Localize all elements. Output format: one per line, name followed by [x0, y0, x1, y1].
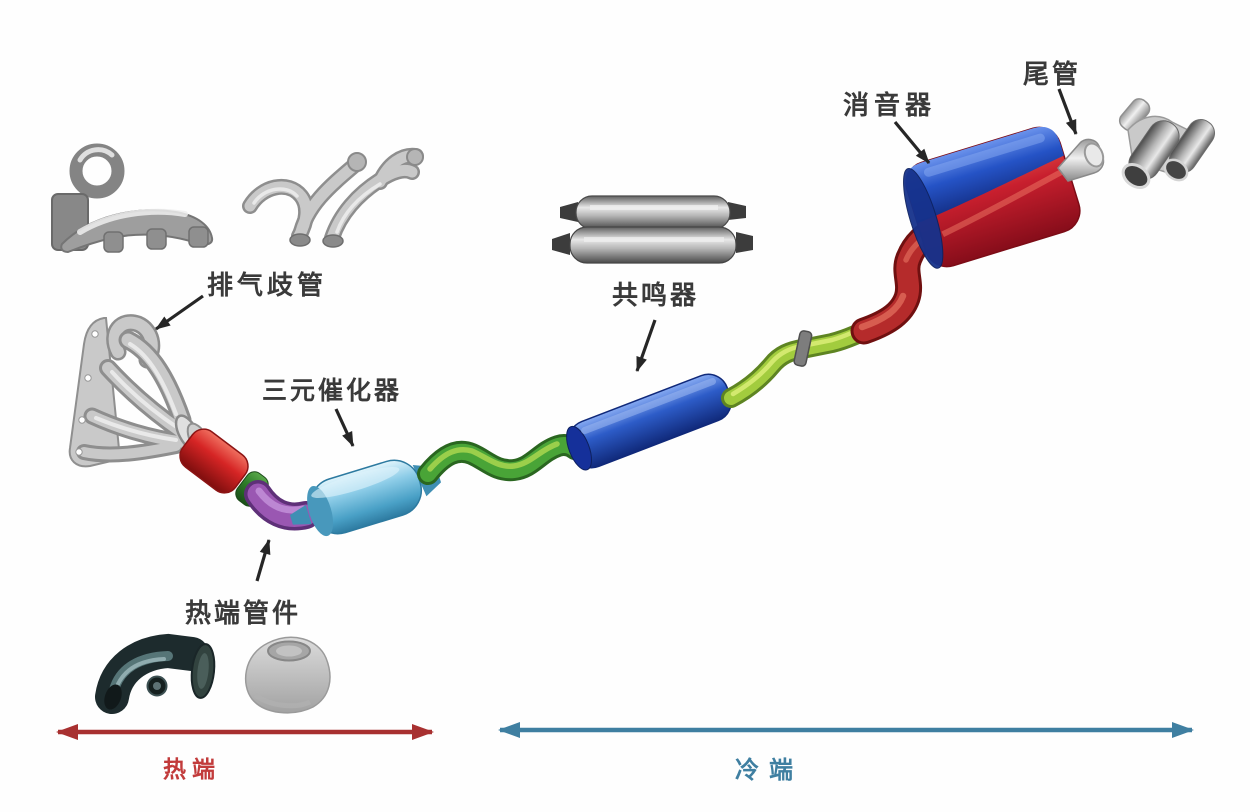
pointer-arrow-hot-end-fittings [255, 539, 271, 582]
hot-end-elbow-photo [95, 633, 216, 714]
hot-end-cast-photo [244, 636, 331, 714]
pointer-arrow-resonator [635, 319, 657, 372]
label-hot-end: 热端 [163, 756, 221, 782]
pipe-hanger-clamp [793, 330, 813, 367]
resonator-render [566, 373, 732, 471]
catalytic-converter-render [289, 459, 442, 537]
label-exhaust-manifold: 排气歧管 [207, 270, 328, 300]
label-cold-end: 冷端 [735, 757, 803, 784]
label-tail-pipe: 尾管 [1023, 59, 1082, 89]
label-muffler: 消音器 [843, 90, 937, 120]
manifold-photo-tubular [242, 147, 424, 248]
manifold-photo-cast [51, 143, 214, 254]
mid-pipe-green [417, 434, 586, 485]
muffler-outlet-tip [1057, 138, 1105, 182]
resonator-photo [552, 195, 753, 264]
label-resonator: 共鸣器 [612, 280, 700, 310]
tail-pipe-photo [1118, 98, 1216, 189]
pointer-arrow-catalytic-converter [334, 408, 355, 447]
label-catalytic-converter: 三元催化器 [262, 377, 403, 405]
pointer-arrow-exhaust-manifold [155, 294, 204, 331]
label-hot-end-fittings: 热端管件 [185, 598, 302, 628]
muffler-render [903, 126, 1105, 269]
flex-coupler-red [179, 428, 249, 494]
pointer-arrow-muffler [893, 120, 931, 165]
pointer-arrow-tail-pipe [1057, 88, 1078, 135]
